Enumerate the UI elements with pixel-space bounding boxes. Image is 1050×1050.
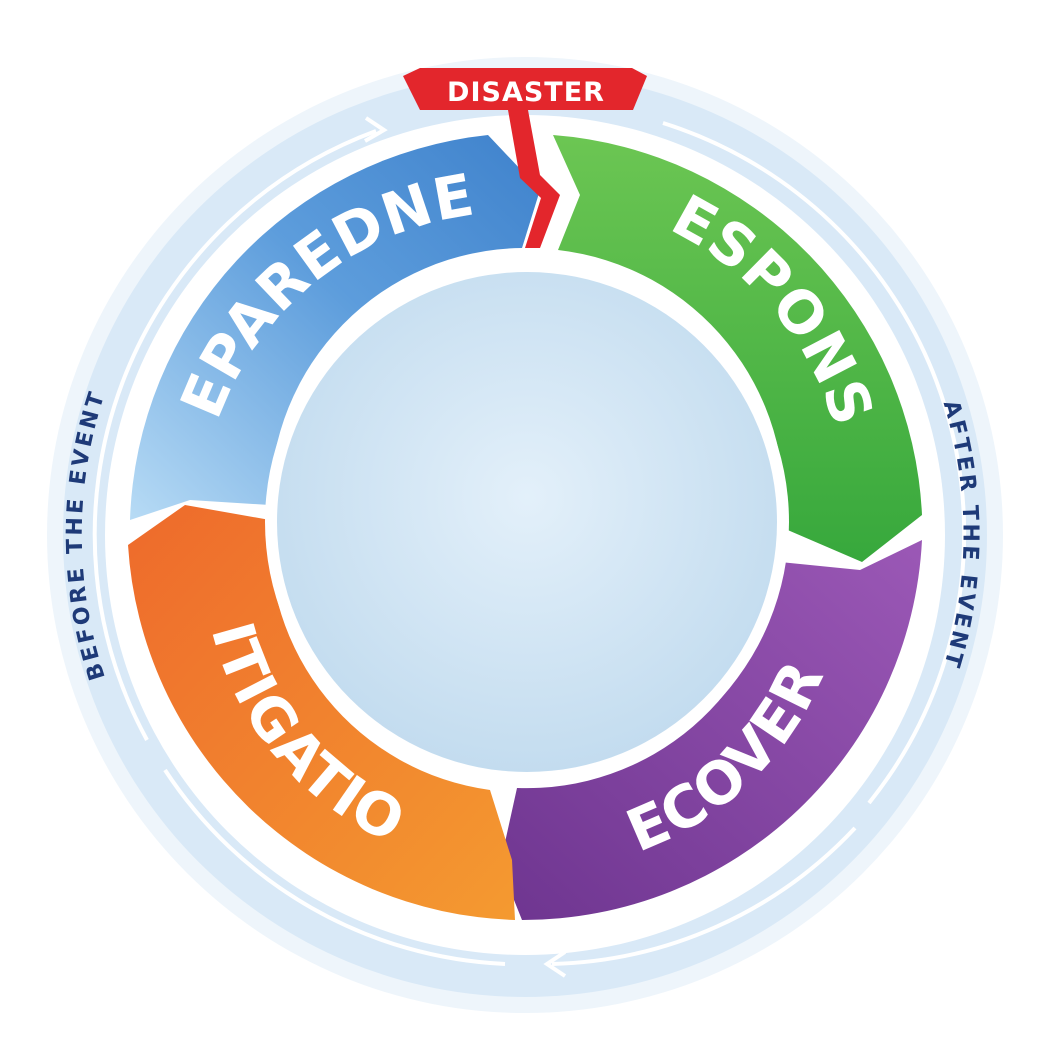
disaster-marker: DISASTER	[403, 68, 647, 248]
phase-recovery	[500, 540, 922, 921]
mitigation-segment	[128, 505, 515, 920]
disaster-banner	[403, 68, 647, 110]
phase-preparedness	[130, 135, 540, 520]
disaster-label: DISASTER	[447, 77, 605, 108]
phase-mitigation	[128, 505, 515, 920]
outer-arrow-line-bottom-left	[163, 768, 506, 966]
disaster-lightning-bolt	[508, 110, 560, 248]
outer-arrow-head-left	[363, 116, 388, 143]
response-segment	[553, 135, 922, 562]
phase-response	[553, 135, 922, 562]
outer-arrow-head-bottom	[543, 950, 567, 978]
inner-disc	[277, 272, 777, 772]
outer-arrow-line-left	[92, 129, 377, 741]
outer-arrow-line-right	[662, 121, 967, 805]
preparedness-segment	[130, 135, 540, 520]
outer-arrow-line-bottom-right	[551, 826, 857, 966]
recovery-segment	[500, 540, 922, 921]
